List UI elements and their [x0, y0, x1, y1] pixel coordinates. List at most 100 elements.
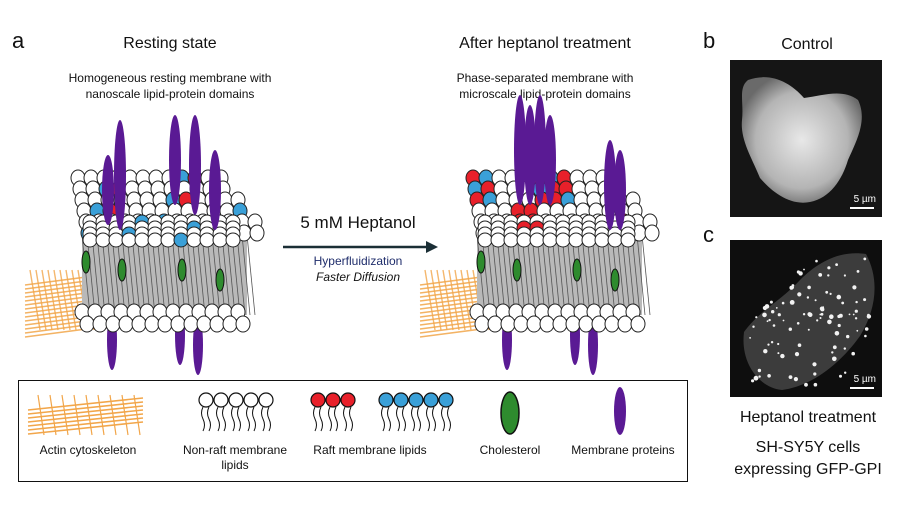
punctum [815, 259, 818, 263]
legend-nonraft-line1: Non-raft membrane [182, 443, 288, 457]
lipid-head [594, 232, 610, 248]
control-cell-shape [741, 77, 862, 203]
lipid-tail [441, 406, 451, 432]
punctum [808, 312, 813, 317]
lipid-head [213, 392, 229, 408]
lipid-tail [136, 234, 146, 316]
lipid-tail [531, 234, 541, 316]
after-subtitle: Phase-separated membrane with microscale… [410, 70, 680, 102]
punctum [777, 352, 780, 355]
punctum [856, 329, 859, 332]
actin-filament [460, 269, 472, 331]
cholesterol [512, 258, 522, 282]
punctum [794, 352, 800, 357]
punctum [844, 371, 847, 374]
lipid-tail [526, 234, 536, 316]
lipid-head [630, 315, 646, 333]
legend-cholesterol-label: Cholesterol [479, 443, 541, 457]
lipid-head [408, 392, 424, 408]
punctum [803, 268, 805, 271]
actin-filament [47, 269, 59, 331]
punctum [793, 377, 798, 382]
punctum [752, 325, 755, 328]
lipid-head [474, 315, 490, 333]
control-micrograph: 5 µm [730, 60, 882, 217]
punctum [851, 351, 855, 356]
lipid-tail [201, 234, 211, 316]
lipid-tail [586, 234, 596, 316]
punctum [788, 327, 792, 331]
resting-subtitle: Homogeneous resting membrane with nanosc… [20, 70, 320, 102]
lipid-tail [551, 234, 561, 316]
lipid-tail [201, 406, 211, 432]
lipid-head [340, 392, 356, 408]
lipid-head [186, 232, 202, 248]
lipid-tail [506, 234, 516, 316]
lipid-tail [328, 406, 338, 432]
punctum [749, 337, 751, 339]
actin-filament [436, 269, 448, 331]
lipid-head [212, 232, 228, 248]
lipid-head [620, 232, 636, 248]
lipid-tail [631, 234, 641, 316]
lipid-head [325, 392, 341, 408]
punctum [822, 306, 825, 309]
heptanol-scale-label: 5 µm [853, 374, 876, 385]
punctum [764, 304, 770, 309]
lipid-tail [221, 234, 231, 316]
actin-filament [448, 269, 460, 331]
punctum [777, 342, 780, 346]
lipid-head [121, 232, 137, 248]
membrane-puncta [749, 257, 872, 387]
punctum [755, 316, 758, 319]
punctum [835, 263, 838, 266]
punctum [837, 314, 841, 319]
cells-caption-line1: SH-SY5Y cells [755, 439, 861, 456]
hyperfluidization-label: Hyperfluidization [313, 254, 403, 268]
punctum [812, 362, 817, 367]
punctum [846, 334, 850, 339]
punctum [814, 299, 817, 302]
actin-filament [430, 269, 442, 331]
actin-filament [133, 394, 141, 436]
punctum [767, 343, 770, 346]
lipid-tail [411, 406, 421, 432]
lipid-head [378, 392, 394, 408]
punctum [796, 322, 800, 325]
punctum [843, 274, 846, 277]
cells-caption-line2: expressing GFP-GPI [734, 461, 882, 478]
heptanol-micrograph: 5 µm [730, 240, 882, 397]
lipid-head [235, 315, 251, 333]
lipid-tail [616, 234, 626, 316]
cholesterol [177, 258, 187, 282]
lipid-tail [111, 234, 121, 316]
lipid-tail [106, 234, 116, 316]
actin-filament [454, 269, 466, 331]
punctum [781, 301, 785, 305]
actin-filament [27, 413, 144, 427]
lipid-tail [101, 234, 111, 316]
lipid-head [477, 232, 493, 248]
lipid-tail [186, 234, 196, 316]
lipid-head [92, 315, 108, 333]
punctum [843, 347, 846, 350]
punctum [789, 285, 794, 290]
punctum [827, 266, 831, 270]
lipid-head [105, 315, 121, 333]
lipid-head [310, 392, 326, 408]
lipid-tail [636, 234, 646, 316]
legend-actin-label: Actin cytoskeleton [39, 443, 137, 457]
lipid-head [225, 232, 241, 248]
actin-filament [29, 269, 41, 331]
punctum [758, 375, 761, 378]
lipid-head [147, 232, 163, 248]
actin-filament [27, 421, 144, 435]
raft-lipid-red-legend-icon [310, 392, 356, 432]
lipid-tail [81, 234, 91, 316]
lipid-tail [231, 234, 241, 316]
punctum [807, 285, 811, 290]
membrane-protein [514, 95, 526, 205]
legend-proteins-label: Membrane proteins [571, 443, 675, 457]
lipid-head [183, 315, 199, 333]
lipid-tail [231, 406, 241, 432]
